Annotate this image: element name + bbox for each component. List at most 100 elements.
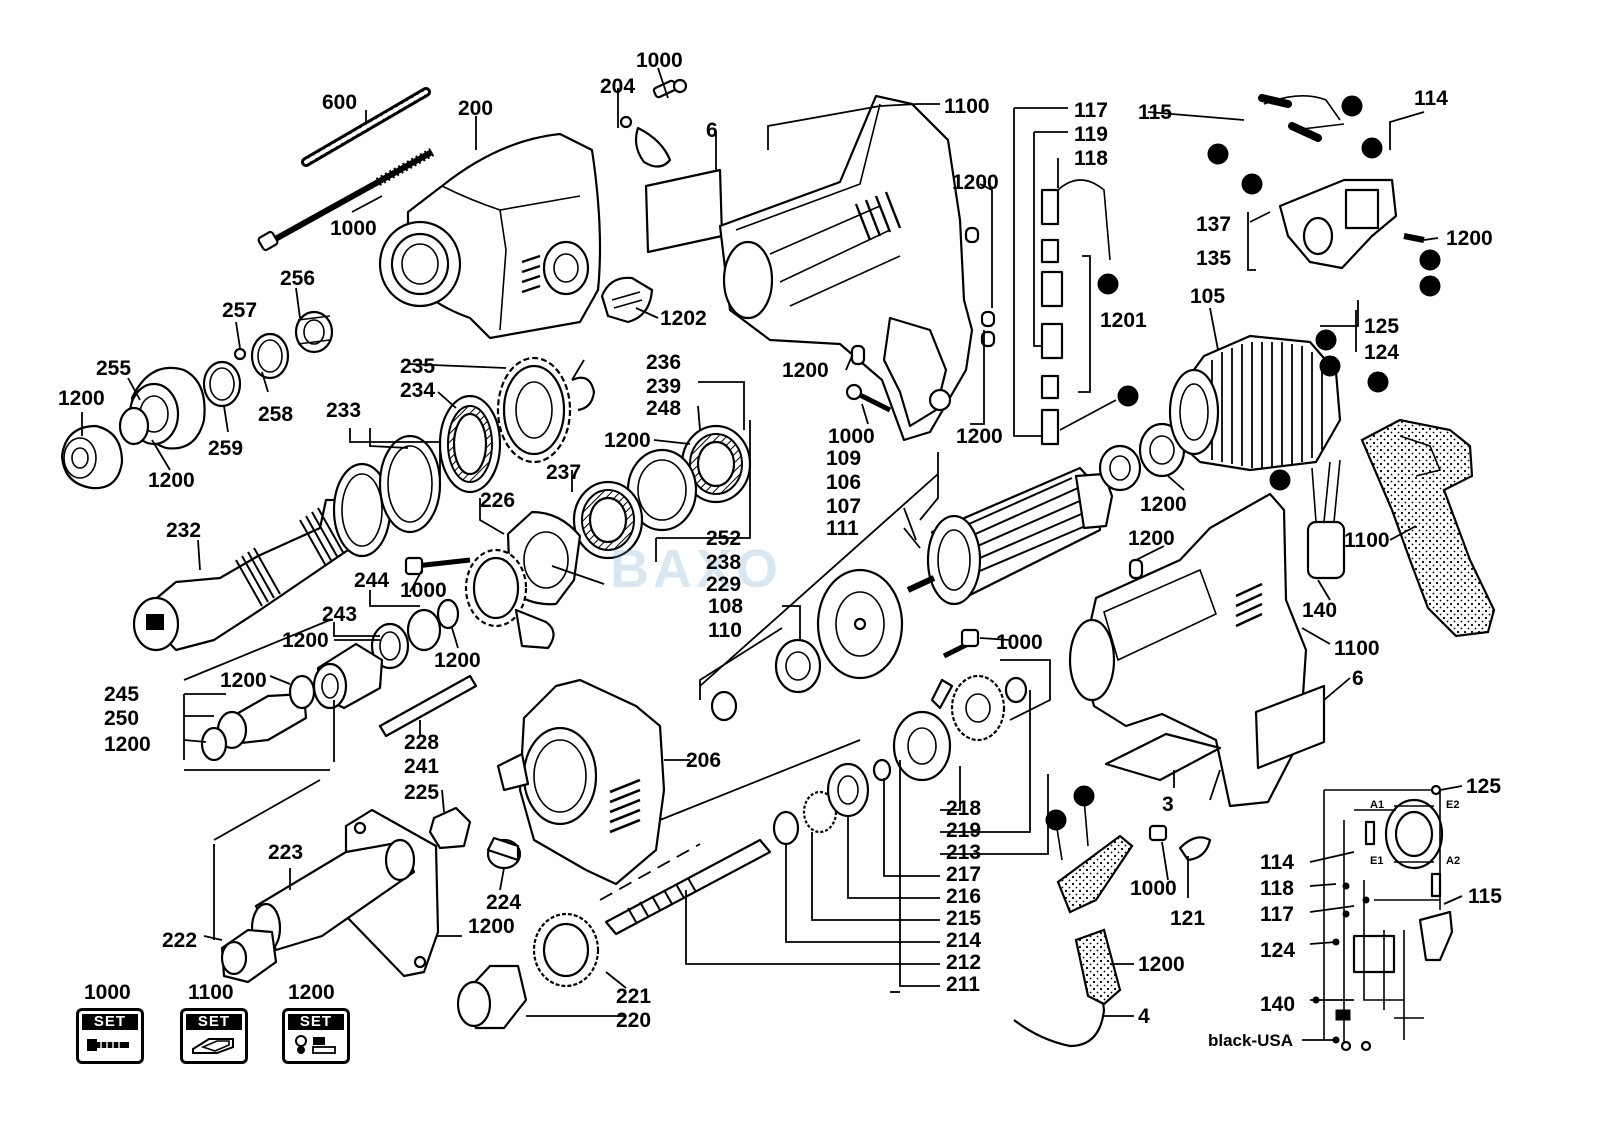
part-label-1200-a: 1200: [1140, 493, 1187, 516]
label-plate-6-right: [1254, 684, 1326, 770]
part-label-221: 221: [616, 985, 652, 1008]
wiring-label-125: 125: [1466, 775, 1502, 798]
part-label-1200-l2: 1200: [148, 469, 195, 492]
part-label-119: 119: [1074, 123, 1108, 146]
part-label-213: 213: [946, 841, 982, 864]
part-label-6-top: 6: [706, 119, 718, 142]
part-label-229: 229: [706, 573, 742, 596]
part-label-1100-grip: 1100: [1344, 529, 1390, 552]
part-label-106: 106: [826, 471, 862, 494]
ring-234: [438, 394, 502, 494]
wiring-diagram: [1302, 784, 1463, 1052]
part-label-109: 109: [826, 447, 862, 470]
part-label-135: 135: [1196, 247, 1232, 270]
part-label-235: 235: [400, 355, 436, 378]
part-label-212: 212: [946, 951, 982, 974]
small-parts-icon: [295, 1035, 336, 1054]
part-label-238: 238: [706, 551, 742, 574]
set-badge: SET: [82, 1014, 138, 1030]
part-label-241: 241: [404, 755, 440, 778]
part-label-4: 4: [1138, 1005, 1150, 1028]
wiring-label-117: 117: [1260, 903, 1294, 926]
part-label-219: 219: [946, 819, 982, 842]
gear-221: [532, 912, 600, 988]
part-label-140: 140: [1302, 599, 1338, 622]
part-label-226: 226: [480, 489, 516, 512]
housing-icon: [192, 1038, 234, 1054]
part-label-256: 256: [280, 267, 316, 290]
part-label-110: 110: [708, 619, 742, 642]
part-label-233: 233: [326, 399, 362, 422]
part-label-1200-sw: 1200: [1446, 227, 1493, 250]
part-label-3: 3: [1162, 793, 1174, 816]
part-label-1201: 1201: [1100, 309, 1147, 332]
part-label-1200-h3: 1200: [956, 425, 1003, 448]
fan-baffle-106: [816, 568, 904, 680]
part-label-234: 234: [400, 379, 436, 402]
part-label-248: 248: [646, 397, 682, 420]
terminal-a1: A1: [1370, 799, 1385, 811]
part-label-243: 243: [322, 603, 358, 626]
part-label-259: 259: [208, 437, 244, 460]
watermark: BAXO: [610, 539, 783, 599]
pinion-220: [456, 964, 528, 1030]
part-label-1200-h1: 1200: [952, 171, 999, 194]
part-label-220: 220: [616, 1009, 652, 1032]
part-label-600: 600: [322, 91, 358, 114]
part-label-1200-clamp: 1200: [1138, 953, 1185, 976]
switch-135: [1258, 94, 1425, 270]
bearing-1200-arm: [1098, 422, 1186, 492]
cable-4: [1013, 928, 1122, 1048]
motor-housing-1100-right: [1068, 492, 1308, 808]
part-label-118: 118: [1074, 147, 1108, 170]
part-label-206: 206: [686, 749, 722, 772]
part-225: [428, 806, 472, 850]
part-label-223: 223: [268, 841, 304, 864]
part-label-125: 125: [1364, 315, 1400, 338]
part-label-1000-h: 1000: [828, 425, 875, 448]
brush-holder-118: [1040, 179, 1117, 446]
part-label-111: 111: [826, 517, 859, 540]
gear-housing-200: [378, 132, 602, 340]
legend-code-1000: 1000: [84, 981, 131, 1004]
part-label-1200-m6: 1200: [468, 915, 515, 938]
part-label-1000-top: 1000: [636, 49, 683, 72]
pin-228: [378, 674, 478, 738]
capacitor-140: [1306, 459, 1346, 580]
ball-257: [233, 347, 247, 361]
wiring-note-black-usa: black-USA: [1208, 1031, 1294, 1050]
part-label-108: 108: [708, 595, 744, 618]
part-label-1100-top: 1100: [944, 95, 990, 118]
part-label-236: 236: [646, 351, 682, 374]
cap-1200: [60, 424, 124, 490]
part-label-232: 232: [166, 519, 202, 542]
legend-set-1000: SET: [76, 1008, 144, 1064]
legend-set-1200: SET: [282, 1008, 350, 1064]
cable-clamp-1200: [1055, 797, 1134, 914]
part-label-239: 239: [646, 375, 682, 398]
part-label-218: 218: [946, 797, 982, 820]
part-label-1200-m2: 1200: [282, 629, 329, 652]
rings-233: [332, 434, 442, 558]
part-label-1200-m1: 1200: [604, 429, 651, 452]
part-label-200: 200: [458, 97, 494, 120]
part-label-217: 217: [946, 863, 982, 886]
part-label-1000-mid: 1000: [400, 579, 447, 602]
part-label-137: 137: [1196, 213, 1232, 236]
part-label-1200-st: 1200: [1128, 527, 1175, 550]
ring-252-238: [572, 480, 644, 560]
bush-110: [710, 690, 738, 722]
part-label-222: 222: [162, 929, 198, 952]
part-label-228: 228: [404, 731, 440, 754]
set-badge: SET: [186, 1014, 242, 1030]
screw-1000-mid: [404, 556, 471, 576]
stator-105: [1168, 334, 1342, 472]
clutch-ring-256: [294, 310, 334, 354]
terminal-e1: E1: [1370, 855, 1384, 867]
part-label-257: 257: [222, 299, 258, 322]
part-label-1202: 1202: [660, 307, 707, 330]
label-plate-3: [1104, 732, 1222, 782]
part-label-224: 224: [486, 891, 522, 914]
wiring-label-140: 140: [1260, 993, 1296, 1016]
